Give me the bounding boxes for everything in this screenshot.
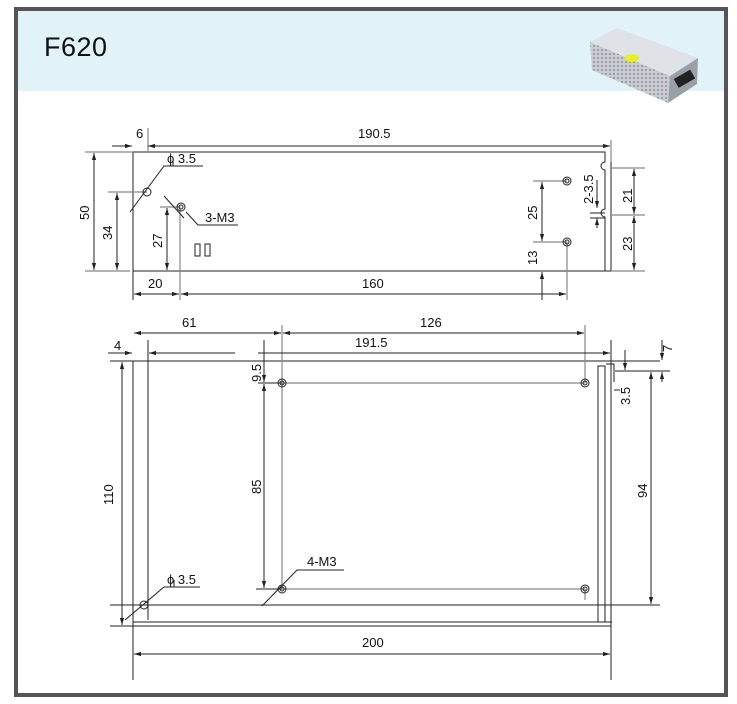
dim-23: 23: [620, 237, 635, 251]
dim-191-5: 191.5: [355, 335, 388, 350]
dim-27: 27: [150, 234, 165, 248]
dim-4: 4: [114, 338, 121, 353]
hole-label: ϕ 3.5: [167, 572, 196, 587]
dim-34: 34: [100, 226, 115, 240]
dim-94: 94: [635, 484, 650, 498]
dim-190-5: 190.5: [358, 126, 391, 141]
dim-50: 50: [77, 206, 92, 220]
dim-85: 85: [249, 480, 264, 494]
dim-160: 160: [362, 276, 384, 291]
bottom-view: 61 126 4 191.5 110 9.5 85 94 7 3.5 200 4…: [101, 315, 675, 680]
dim-9-5: 9.5: [249, 364, 264, 382]
dim-126: 126: [420, 315, 442, 330]
dim-21: 21: [620, 189, 635, 203]
thread-label: 3-M3: [205, 210, 235, 225]
thread-label: 4-M3: [307, 554, 337, 569]
dim-110: 110: [101, 484, 116, 505]
dim-20: 20: [148, 276, 162, 291]
dim-3-5: 3.5: [618, 387, 633, 405]
slot-label: 2-3.5: [581, 174, 596, 204]
model-title: F620: [44, 32, 108, 62]
dim-200: 200: [362, 635, 384, 650]
dim-13: 13: [525, 251, 540, 265]
hole-label: ϕ 3.5: [167, 151, 196, 166]
dim-6: 6: [136, 126, 143, 141]
product-photo: [590, 28, 698, 103]
dim-7: 7: [660, 345, 675, 352]
mounting-holes: [139, 378, 590, 610]
dim-25: 25: [525, 206, 540, 220]
dim-61: 61: [182, 315, 196, 330]
top-view: 6 190.5 ϕ 3.5 3-M3 50 34 27 20 160 25 13…: [77, 126, 645, 300]
